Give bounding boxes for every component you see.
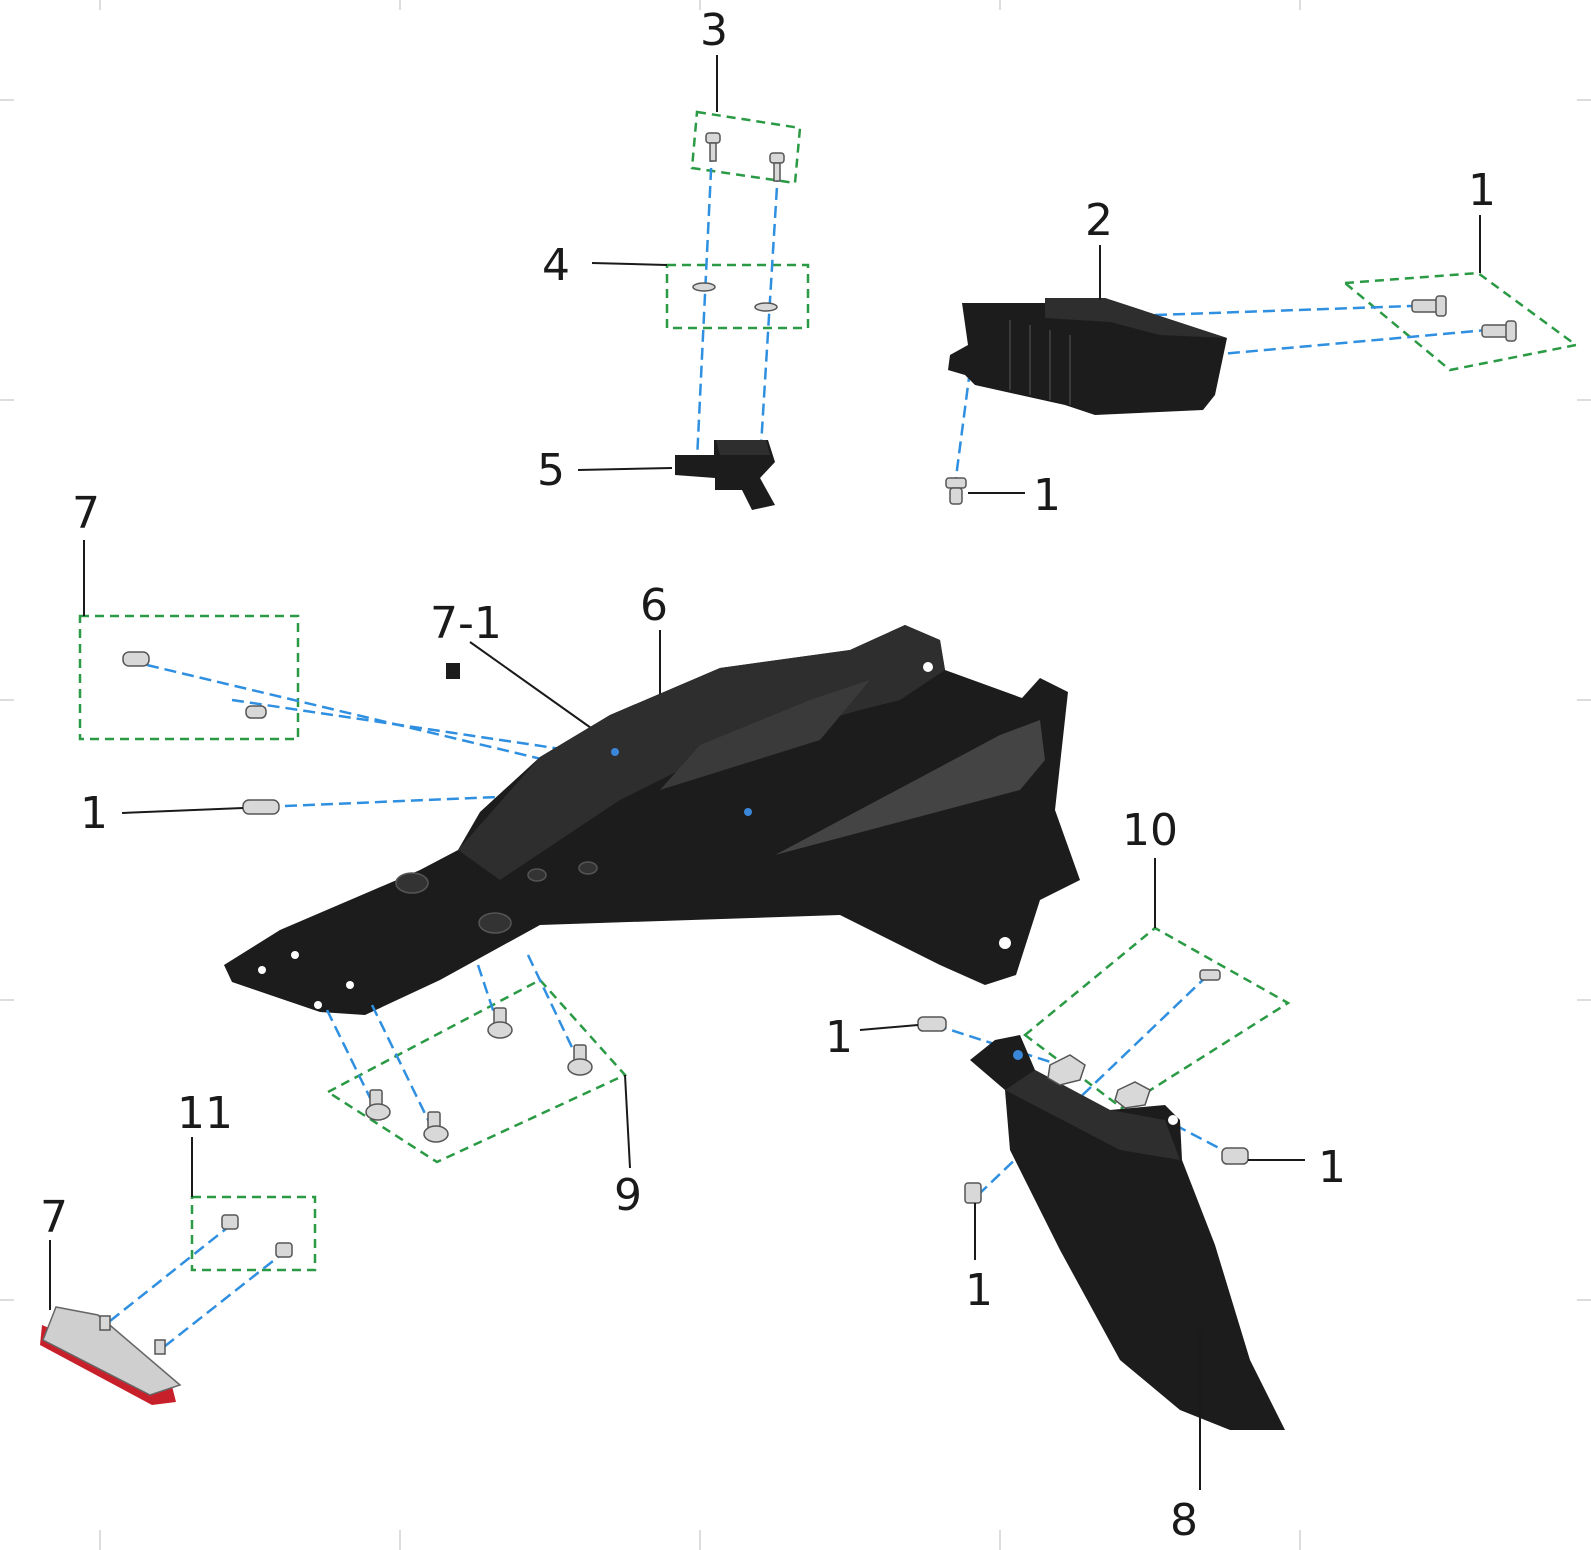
nut-part-10c bbox=[1114, 1081, 1151, 1109]
callout-1-top-right: 1 bbox=[1468, 165, 1496, 216]
rivet-part-7a bbox=[122, 651, 150, 667]
callout-1-mud-bottom: 1 bbox=[965, 1265, 993, 1316]
screw-part-7d bbox=[423, 1111, 449, 1143]
callout-1-box: 1 bbox=[1033, 470, 1061, 521]
nut-part-10b bbox=[1047, 1054, 1086, 1086]
callout-8: 11 bbox=[177, 1088, 233, 1139]
axis-line-8a bbox=[104, 1223, 233, 1326]
axis-line-2a bbox=[1154, 304, 1413, 317]
group-box-3 bbox=[690, 110, 802, 185]
nut-part-8a bbox=[221, 1214, 239, 1230]
screw-part-3b bbox=[769, 152, 785, 182]
leader-4 bbox=[591, 262, 668, 266]
callout-5: 5 bbox=[537, 445, 565, 496]
callout-10: 10 bbox=[1122, 805, 1178, 856]
screw-part-7e bbox=[487, 1007, 513, 1039]
callout-7-1: 7-1 bbox=[430, 598, 502, 649]
bolt-part-10a bbox=[1199, 969, 1221, 981]
leader-7-bottom bbox=[624, 1074, 631, 1169]
clip-part-7-1 bbox=[446, 663, 460, 679]
callout-1-mud-right: 1 bbox=[1318, 1142, 1346, 1193]
callout-1-mud-left: 1 bbox=[825, 1012, 853, 1063]
axis-line-8b bbox=[159, 1249, 288, 1351]
axis-line-7c bbox=[325, 1009, 377, 1109]
bolt-part-1-mud-right bbox=[1221, 1147, 1249, 1165]
axis-line-7b bbox=[231, 698, 616, 759]
rear-fender-part-6 bbox=[224, 625, 1080, 1015]
group-box-10 bbox=[1022, 926, 1291, 1110]
bolt-part-1-mud-left bbox=[917, 1016, 947, 1032]
bolt-part-1c bbox=[945, 477, 967, 505]
group-box-1-top bbox=[1341, 271, 1580, 372]
callout-4: 4 bbox=[542, 240, 570, 291]
callout-3: 3 bbox=[700, 5, 728, 56]
leader-5 bbox=[577, 467, 673, 471]
reflector-part-9 bbox=[40, 1306, 182, 1405]
fender-top-recess bbox=[660, 680, 870, 790]
axis-line-2c bbox=[953, 369, 972, 486]
callout-2: 2 bbox=[1085, 195, 1113, 246]
group-box-4 bbox=[665, 263, 810, 330]
axis-line-3a bbox=[695, 149, 714, 461]
screw-part-3a bbox=[705, 132, 721, 162]
bolt-part-1-mud-bottom bbox=[964, 1182, 982, 1204]
bracket-part-5 bbox=[675, 440, 775, 510]
callout-6: 6 bbox=[640, 580, 668, 631]
screw-part-7f bbox=[567, 1044, 593, 1076]
bolt-part-1a bbox=[1411, 295, 1447, 317]
axis-line-2b bbox=[1209, 328, 1488, 357]
bolt-part-1b bbox=[1481, 320, 1517, 342]
rivet-part-1-left bbox=[242, 799, 280, 815]
axis-line-7f bbox=[526, 954, 580, 1061]
axis-line-7d bbox=[370, 1004, 434, 1129]
fender-side-panel bbox=[775, 720, 1045, 855]
nut-part-8b bbox=[275, 1242, 293, 1258]
storage-box-part-2 bbox=[948, 298, 1227, 415]
washer-part-4b bbox=[754, 302, 778, 312]
leader-1-mud-left bbox=[859, 1024, 919, 1031]
group-box-8 bbox=[190, 1195, 317, 1272]
group-box-7-left bbox=[78, 614, 300, 741]
leader-1-left bbox=[121, 807, 244, 814]
rivet-part-7b bbox=[245, 705, 267, 719]
axis-line-7e bbox=[476, 964, 500, 1026]
callout-1-left: 1 bbox=[80, 788, 108, 839]
callout-7-bottom: 9 bbox=[614, 1170, 642, 1221]
mud-flap-part-11 bbox=[970, 1035, 1285, 1430]
callout-9: 7 bbox=[40, 1192, 68, 1243]
callout-7-left: 7 bbox=[72, 488, 100, 539]
washer-part-4a bbox=[692, 282, 716, 292]
callout-11: 8 bbox=[1170, 1495, 1198, 1546]
screw-part-7c bbox=[365, 1089, 391, 1121]
